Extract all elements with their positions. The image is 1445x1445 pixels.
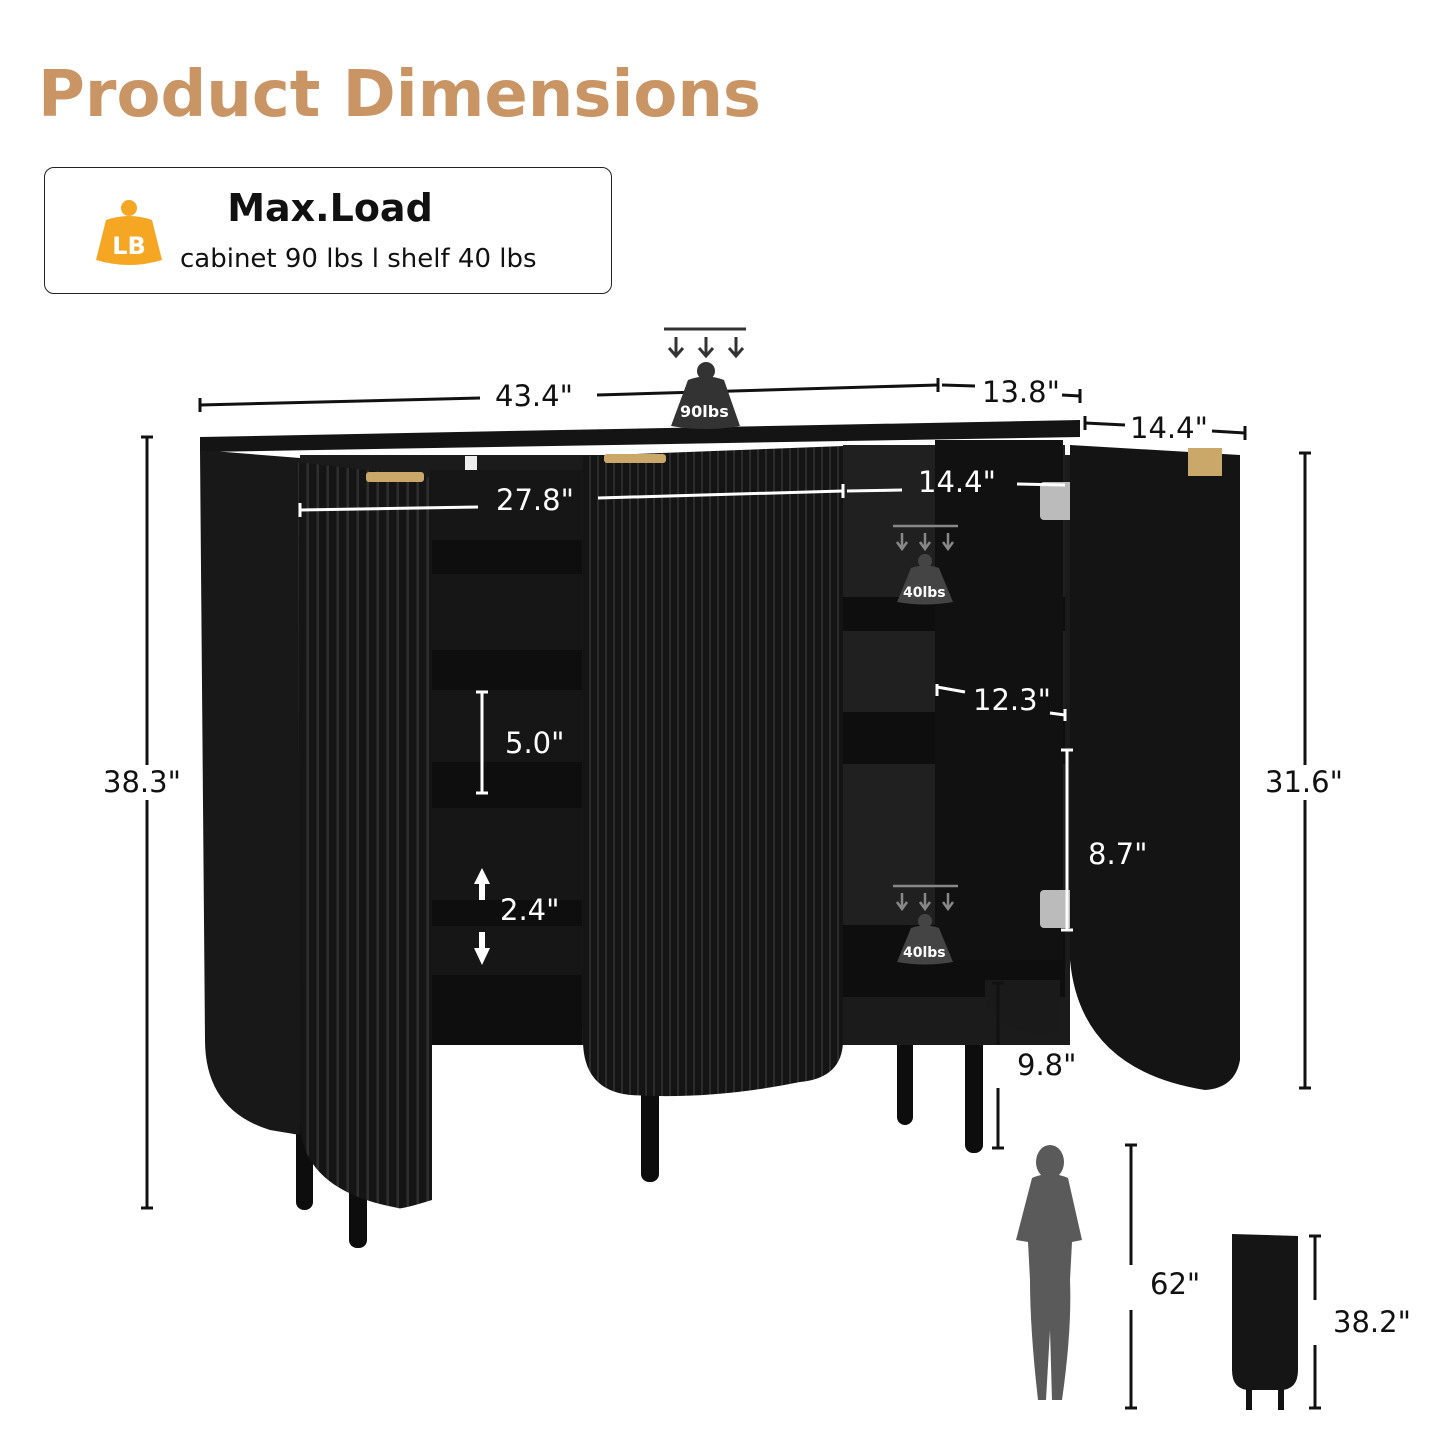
shelf-weight-indicator-lower [893, 884, 958, 965]
inner-depth-label: 14.4" [918, 465, 996, 499]
body-height-label: 31.6" [1265, 765, 1343, 799]
max-load-description: cabinet 90 lbs l shelf 40 lbs [180, 244, 537, 274]
dimension-lines [141, 378, 1321, 1410]
adjust-arrows [474, 868, 490, 965]
center-door [583, 446, 843, 1097]
shelf-depth-label: 12.3" [973, 683, 1051, 717]
inner-dimension-lines [298, 482, 1073, 932]
top-weight-indicator [664, 327, 746, 429]
upper-shelf-weight-label: 40lbs [903, 585, 946, 601]
cabinet-top [200, 420, 1080, 452]
svg-text:LB: LB [112, 232, 146, 260]
inner-width-label: 27.8" [496, 483, 574, 517]
weight-lb-icon: LB [96, 200, 162, 265]
person-silhouette [1016, 1145, 1082, 1400]
width-label: 43.4" [495, 379, 573, 413]
person-height-label: 62" [1150, 1267, 1201, 1301]
left-shelves [432, 540, 582, 1045]
max-load-title: Max.Load [227, 186, 433, 230]
side-view-cabinet [1232, 1234, 1298, 1410]
left-door [298, 462, 432, 1209]
top-weight-label: 90lbs [680, 402, 729, 421]
shelf-weight-indicator-upper [893, 524, 958, 605]
lower-shelf-weight-label: 40lbs [903, 945, 946, 961]
cabinet-side-panel [200, 450, 300, 1135]
page-title: Product Dimensions [38, 58, 761, 132]
depth-label: 14.4" [1130, 411, 1208, 445]
leg-height-label: 9.8" [1017, 1048, 1077, 1082]
compartment-height-label: 8.7" [1088, 837, 1148, 871]
shelf-gap-label: 5.0" [505, 726, 565, 760]
height-label: 38.3" [103, 765, 181, 799]
right-door [1070, 445, 1240, 1090]
door-width-label: 13.8" [982, 375, 1060, 409]
side-height-label: 38.2" [1333, 1305, 1411, 1339]
shelf-adjust-label: 2.4" [500, 893, 560, 927]
